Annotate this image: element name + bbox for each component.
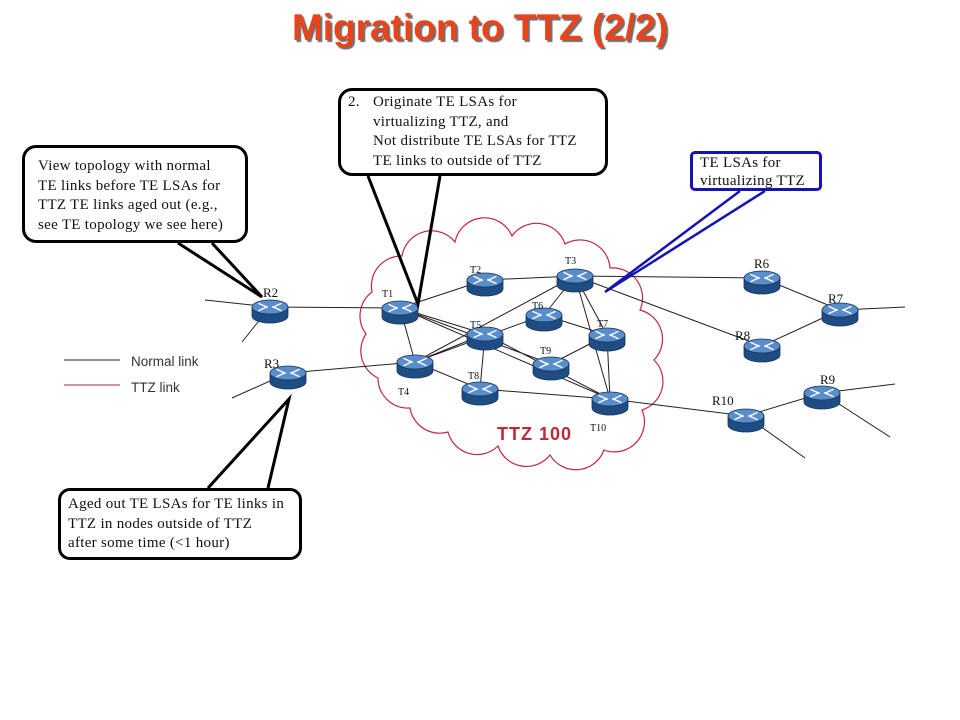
callout-first-line: 2. Originate TE LSAs for <box>348 93 605 113</box>
node-label: T4 <box>398 387 409 398</box>
callout-pointer-normal-topology <box>177 241 264 299</box>
node-label: T8 <box>468 371 479 382</box>
router-icon <box>396 354 434 379</box>
router-icon <box>532 356 570 381</box>
node-t7: T7 <box>588 319 626 352</box>
node-label: R2 <box>263 285 278 300</box>
callout-line: TE links before TE LSAs for <box>38 177 221 194</box>
link-r2-t1 <box>269 306 401 309</box>
node-label: R10 <box>712 393 734 408</box>
node-r2: R2 <box>251 285 289 324</box>
link-t3-r8 <box>574 275 763 347</box>
router-icon <box>743 270 781 295</box>
node-t10: T10 <box>590 391 629 434</box>
legend-ttz-link-label: TTZ link <box>131 380 180 395</box>
callout-line: TE links to outside of TTZ <box>373 152 542 169</box>
callout-line: Aged out TE LSAs for TE links in <box>68 496 285 512</box>
node-t8: T8 <box>461 371 499 406</box>
node-label: T6 <box>532 301 543 312</box>
node-r7: R7 <box>821 291 859 327</box>
link-t1-t10 <box>399 307 611 400</box>
node-t5: T5 <box>466 320 504 351</box>
node-label: R6 <box>754 256 770 271</box>
node-label: T2 <box>470 265 481 276</box>
callout-pointer-originate <box>366 175 442 310</box>
callout-line: Not distribute TE LSAs for TTZ <box>373 133 577 149</box>
node-r9: R9 <box>803 372 841 410</box>
node-r8: R8 <box>735 328 781 363</box>
node-label: R7 <box>828 291 844 306</box>
node-label: T10 <box>590 423 606 434</box>
callout-line: after some time (<1 hour) <box>68 535 230 551</box>
node-t6: T6 <box>525 301 563 332</box>
node-label: R8 <box>735 328 750 343</box>
callout-normal-topology: View topology with normal TE links befor… <box>22 145 248 243</box>
legend-normal-link-label: Normal link <box>131 354 199 369</box>
link-t10-r10 <box>609 398 747 417</box>
router-icon <box>821 302 859 327</box>
node-t4: T4 <box>396 354 434 398</box>
link-t4-t3 <box>414 275 576 363</box>
node-r10: R10 <box>712 393 765 433</box>
node-r6: R6 <box>743 256 781 295</box>
callout-pointer-aged-out <box>206 393 292 490</box>
router-icon <box>466 272 504 297</box>
callout-line: see TE topology we see here) <box>38 216 224 233</box>
node-label: T1 <box>382 289 393 300</box>
callout-aged-out: Aged out TE LSAs for TE links in TTZ in … <box>58 488 302 560</box>
callout-line: Originate TE LSAs for <box>373 94 517 110</box>
node-label: T3 <box>565 256 576 267</box>
router-icon <box>461 381 499 406</box>
node-t1: T1 <box>381 289 419 325</box>
legend: Normal link TTZ link <box>64 354 199 395</box>
ttz-label: TTZ 100 <box>497 424 572 444</box>
callout-line: View topology with normal <box>38 158 211 174</box>
link-t8-t10 <box>479 388 611 400</box>
link-t3-r6 <box>574 275 763 279</box>
node-label: T9 <box>540 346 551 357</box>
router-icon <box>727 408 765 433</box>
node-t3: T3 <box>556 256 594 293</box>
callout-step-number: 2. <box>348 94 360 110</box>
ttz-internal-links <box>399 275 611 400</box>
slide-title: Migration to TTZ (2/2) <box>291 7 669 48</box>
callout-line: TTZ TE links aged out (e.g., <box>38 197 218 213</box>
router-icon <box>251 299 289 324</box>
callout-pointer-virtual-te <box>604 189 766 294</box>
node-label: T7 <box>597 319 608 330</box>
router-icon <box>381 300 419 325</box>
link-r3-t4 <box>287 361 416 374</box>
router-icon <box>588 327 626 352</box>
node-label: T5 <box>470 320 481 331</box>
ttz-cloud <box>359 217 664 471</box>
node-r3: R3 <box>264 356 307 390</box>
node-t2: T2 <box>466 265 504 297</box>
router-icon <box>591 391 629 416</box>
node-label: R9 <box>820 372 835 387</box>
callout-originate: 2. Originate TE LSAs for virtualizing TTZ… <box>338 88 608 176</box>
callout-line: virtualizing TTZ <box>700 173 805 189</box>
node-t9: T9 <box>532 346 570 381</box>
node-label: R3 <box>264 356 279 371</box>
router-icon <box>803 385 841 410</box>
callout-line: TTZ in nodes outside of TTZ <box>68 515 253 532</box>
callout-line: virtualizing TTZ, and <box>373 113 509 130</box>
callout-virtual-te: TE LSAs for virtualizing TTZ <box>690 151 822 191</box>
router-icon <box>556 268 594 293</box>
callout-line: TE LSAs for <box>700 155 781 171</box>
